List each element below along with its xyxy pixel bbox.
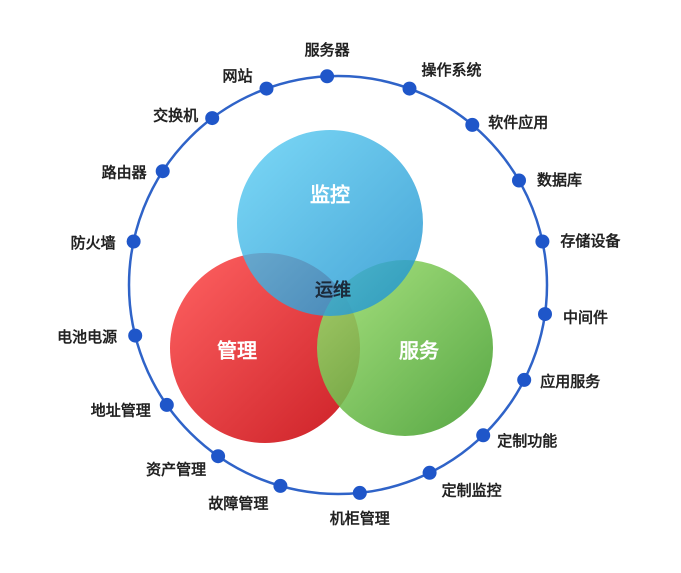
ring-node-label: 网站 <box>222 67 252 85</box>
ring-node-dot <box>155 164 170 179</box>
venn-circles <box>170 130 493 443</box>
ring-node-dot <box>422 465 437 480</box>
ring-node-label: 定制监控 <box>442 481 502 499</box>
ring-node-dot <box>538 307 552 322</box>
ring-node-label: 操作系统 <box>422 61 482 79</box>
ring-node-dot <box>402 81 417 96</box>
ring-node-label: 数据库 <box>537 171 582 189</box>
ring-node-dot <box>320 69 335 84</box>
ring-node-label: 路由器 <box>102 164 148 182</box>
ring-node-dot <box>205 111 220 126</box>
ring-node-label: 存储设备 <box>560 232 621 250</box>
ring-node-dot <box>211 449 226 464</box>
ring-node-label: 电池电源 <box>57 328 117 346</box>
ring-node-label: 资产管理 <box>146 461 206 479</box>
ring-node-dot <box>465 117 480 132</box>
ring-node-label: 软件应用 <box>488 113 548 131</box>
center-label: 运维 <box>315 279 351 301</box>
manage-label: 管理 <box>217 339 257 363</box>
ring-node-dot <box>352 485 367 500</box>
ring-node-label: 交换机 <box>153 107 198 125</box>
ring-node-label: 机柜管理 <box>330 509 390 527</box>
ring-node-label: 中间件 <box>563 309 608 327</box>
ring-node-label: 服务器 <box>305 41 351 59</box>
monitor-circle <box>237 130 423 316</box>
ring-node-label: 定制功能 <box>497 432 557 450</box>
ring-node-label: 防火墙 <box>71 234 116 252</box>
ring-node-dot <box>535 234 550 249</box>
ring-node-label: 故障管理 <box>208 494 268 512</box>
ring-node-label: 地址管理 <box>91 401 151 419</box>
ring-node-label: 应用服务 <box>540 372 601 390</box>
ring-node-dot <box>128 328 143 343</box>
ring-node-dot <box>259 81 274 96</box>
ring-node-dot <box>273 478 288 493</box>
outer-ring <box>127 74 549 496</box>
service-label: 服务 <box>399 339 440 363</box>
ring-node-dot <box>512 173 526 188</box>
ring-node-dot <box>126 234 141 249</box>
ring-node-dot <box>476 428 491 443</box>
monitor-label: 监控 <box>310 183 350 207</box>
ring-node-dot <box>517 372 532 387</box>
ring-node-dot <box>159 397 174 412</box>
